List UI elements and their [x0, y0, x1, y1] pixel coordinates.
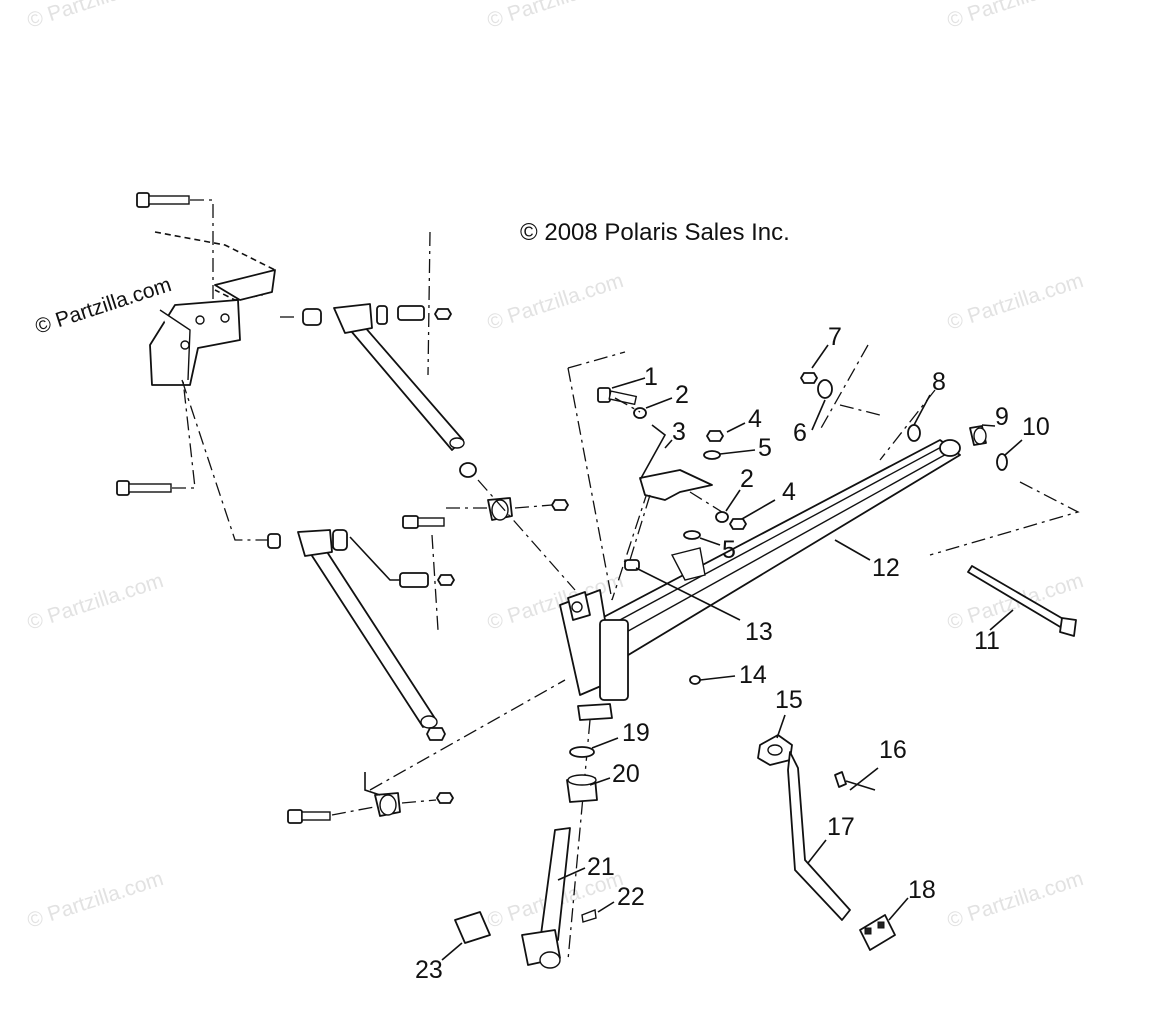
bushing-13	[624, 559, 640, 571]
upper-arm-dashline	[477, 479, 576, 591]
callout-5-lower: 5	[722, 536, 736, 564]
washer-2a	[633, 407, 647, 419]
trailing-arm-dashline	[567, 351, 626, 369]
trailing-arm-dashline	[611, 489, 649, 601]
callout-20: 20	[612, 760, 640, 788]
trailing-arm-dashline	[567, 719, 591, 961]
dashline-8	[879, 389, 936, 461]
dashline-3-2	[689, 491, 723, 513]
callout-15: 15	[775, 686, 803, 714]
callout-6: 6	[793, 419, 807, 447]
dashline-7	[819, 344, 869, 431]
watermark: © Partzilla.com	[484, 269, 626, 335]
copyright-text: © 2008 Polaris Sales Inc.	[520, 219, 790, 246]
callout-1: 1	[644, 363, 658, 391]
callout-2: 2	[675, 381, 689, 409]
bracket-3-detail	[670, 547, 706, 581]
callout-9: 9	[995, 403, 1009, 431]
callout-3: 3	[672, 418, 686, 446]
watermark: © Partzilla.com	[24, 0, 166, 33]
callout-11: 11	[974, 627, 1000, 655]
trailing-arm	[559, 439, 961, 721]
watermark: © Partzilla.com	[24, 569, 166, 635]
callout-4-lower: 4	[782, 478, 796, 506]
callout-16: 16	[879, 736, 907, 764]
frame-dashline	[181, 379, 270, 541]
callout-7: 7	[828, 323, 842, 351]
dashline-10	[929, 481, 1080, 556]
watermark-dark: © Partzilla.com	[32, 273, 174, 339]
bracket-3	[639, 469, 713, 501]
washer-5b	[683, 530, 701, 540]
trailing-arm-dashline	[567, 367, 613, 601]
callout-4: 4	[748, 405, 762, 433]
lower-arm-dashline	[431, 534, 439, 631]
leader-lines	[441, 344, 1023, 961]
frame-bolt-lower	[116, 480, 172, 496]
callout-18: 18	[908, 876, 936, 904]
callout-13: 13	[745, 618, 773, 646]
lower-a-arm	[267, 529, 455, 824]
lower-arm-leader	[349, 536, 400, 581]
dashline-1-2	[614, 397, 641, 413]
callout-10: 10	[1022, 413, 1050, 441]
callout-22: 22	[617, 883, 645, 911]
frame-bolt-dashline	[190, 199, 214, 300]
bolt-1	[597, 387, 638, 406]
spindle-assembly	[454, 746, 598, 969]
bracket-3-leader	[639, 424, 667, 481]
washer-5a	[703, 450, 721, 460]
callout-8: 8	[932, 368, 946, 396]
watermark: © Partzilla.com	[484, 0, 626, 33]
callout-23: 23	[415, 956, 443, 984]
watermark: © Partzilla.com	[24, 867, 166, 933]
callout-2-lower: 2	[740, 465, 754, 493]
ring-10	[996, 453, 1008, 471]
callouts: 1 2 3 4 5 2 4 5 6 7 8 9 10 11 12 13 14 1…	[415, 323, 1050, 984]
callout-21: 21	[587, 853, 615, 881]
watermark: © Partzilla.com	[944, 867, 1086, 933]
grease-fitting-14	[689, 675, 701, 685]
bolt-11	[967, 565, 1077, 637]
nut-4b	[729, 518, 747, 530]
upper-a-arm	[302, 303, 569, 529]
callout-17: 17	[827, 813, 855, 841]
bushing-9-face	[973, 427, 987, 445]
frame-bracket	[149, 231, 277, 386]
callout-19: 19	[622, 719, 650, 747]
lower-arm-dashline	[401, 799, 437, 804]
washer-8	[907, 424, 921, 442]
callout-5: 5	[758, 434, 772, 462]
lower-arm-leader	[364, 772, 381, 796]
washer-6	[817, 379, 833, 399]
dashline-6	[839, 404, 881, 416]
lower-arm-dashline	[331, 806, 375, 816]
upper-arm-dashline	[514, 504, 553, 509]
nut-7	[800, 372, 818, 384]
frame-bolt-dashline	[172, 379, 196, 489]
nut-4a	[706, 430, 724, 442]
steering-assembly	[757, 734, 896, 951]
callout-14: 14	[739, 661, 767, 689]
dashline-3-13	[629, 494, 651, 561]
watermark: © Partzilla.com	[944, 269, 1086, 335]
upper-arm-dashline	[427, 231, 431, 376]
lower-arm-dashline	[369, 679, 566, 791]
washer-2b	[715, 511, 729, 523]
watermark: © Partzilla.com	[944, 0, 1086, 33]
frame-bolt-upper	[136, 192, 190, 208]
callout-12: 12	[872, 554, 900, 582]
